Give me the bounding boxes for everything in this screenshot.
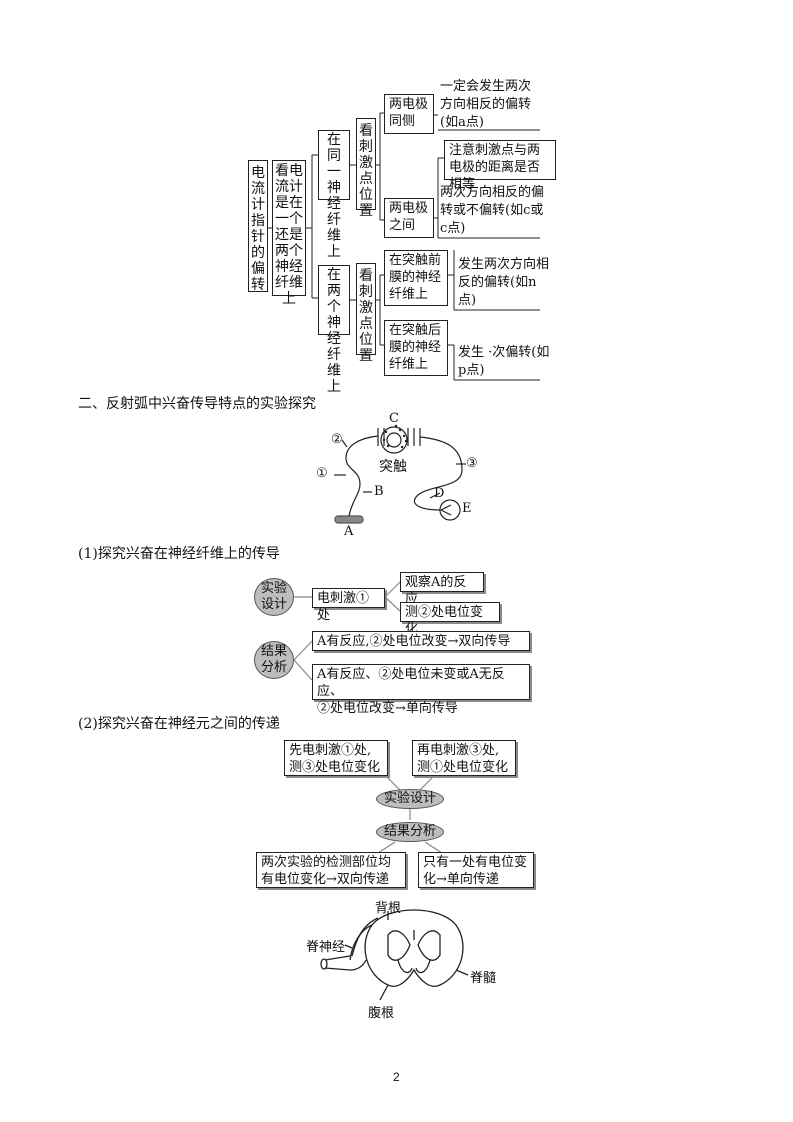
label-d: D [434, 486, 445, 501]
part1-result2-line1: A有反应、②处电位未变或A无反应、 [317, 667, 505, 699]
tree-post-result: 发生 ·次偏转(如p点) [458, 345, 550, 378]
part2-left-design-line1: 先电刺激①处, [289, 743, 372, 758]
part1-result2-line2: ②处电位改变→单向传导 [317, 701, 458, 716]
section-title: 二、反射弧中兴奋传导特点的实验探究 [78, 396, 316, 412]
part2-left-design-line2: 测③处电位变化 [289, 760, 381, 775]
label-ventral-root: 腹根 [368, 1006, 395, 1021]
tree-question: 看电流计是在一个还是两个神经纤维上 [272, 160, 306, 307]
tree-pre-synaptic: 在突触前膜的神经纤维上 [384, 250, 448, 306]
part2-left-result: 两次实验的检测部位均 有电位变化→双向传递 [256, 852, 406, 888]
spinal-cord-diagram [320, 909, 469, 1001]
label-spinal-nerve: 脊神经 [306, 940, 346, 955]
label-synapse: 突触 [379, 459, 407, 475]
tree-post-synaptic: 在突触后膜的神经纤维上 [384, 320, 448, 376]
part2-left-result-line1: 两次实验的检测部位均 [261, 855, 392, 870]
label-a: A [344, 524, 354, 539]
tree-two-sides: 两电极同侧 [384, 94, 434, 134]
page-number: 2 [393, 1070, 400, 1084]
part1-observe: 观察A的反应 [400, 572, 484, 607]
part2-right-design-line2: 测①处电位变化 [417, 760, 509, 775]
part1-result2: A有反应、②处电位未变或A无反应、 ②处电位改变→单向传导 [312, 664, 530, 716]
part2-design-oval: 实验设计 [376, 789, 444, 809]
tree-stim-pos-2: 看刺激点位置 [356, 263, 376, 364]
tree-two-sides-result: 一定会发生两次方向相反的偏转(如a点) [440, 79, 532, 130]
tree-two-fibers: 在两个神经纤维上 [318, 265, 350, 395]
part1-design-oval: 实验设计 [254, 578, 294, 616]
reflex-arc [334, 426, 466, 524]
label-b: B [374, 484, 384, 499]
part2-analysis-oval: 结果分析 [376, 822, 444, 842]
part1-title: (1)探究兴奋在神经纤维上的传导 [78, 546, 280, 562]
part2-left-design: 先电刺激①处, 测③处电位变化 [284, 740, 388, 776]
part2-right-design-line1: 再电刺激③处, [417, 743, 500, 758]
tree-pre-result: 发生两次方向相反的偏转(如n点) [458, 257, 550, 308]
part2-right-result-line2: 化→单向传递 [423, 872, 499, 887]
label-1: ① [316, 466, 328, 481]
tree-root: 电流计指针的偏转 [248, 160, 268, 293]
tree-stim-pos-1: 看刺激点位置 [356, 118, 376, 219]
label-e: E [462, 501, 472, 516]
tree-same-fiber: 在同一神经纤维上 [318, 130, 350, 260]
part1-measure: 测②处电位变化 [400, 602, 500, 637]
label-3: ③ [466, 456, 478, 471]
part2-right-result-line1: 只有一处有电位变 [423, 855, 528, 870]
label-c: C [389, 411, 399, 426]
tree-between-result: 两次方向相反的偏转或不偏转(如c或c点) [440, 185, 545, 236]
label-spinal-cord: 脊髓 [470, 971, 497, 986]
part1-result1: A有反应,②处电位改变→双向传导 [312, 631, 530, 651]
part2-right-design: 再电刺激③处, 测①处电位变化 [412, 740, 516, 776]
part2-title: (2)探究兴奋在神经元之间的传递 [78, 716, 280, 732]
part2-left-result-line2: 有电位变化→双向传递 [261, 872, 389, 887]
part1-analysis-oval: 结果分析 [254, 641, 294, 679]
tree-between-note: 注意刺激点与两电极的距离是否相等 [444, 140, 556, 192]
tree-between: 两电极之间 [384, 198, 434, 238]
label-2: ② [331, 432, 343, 447]
part1-stim: 电刺激①处 [312, 588, 385, 623]
part2-right-result: 只有一处有电位变 化→单向传递 [418, 852, 534, 888]
label-dorsal-root: 背根 [375, 901, 402, 916]
